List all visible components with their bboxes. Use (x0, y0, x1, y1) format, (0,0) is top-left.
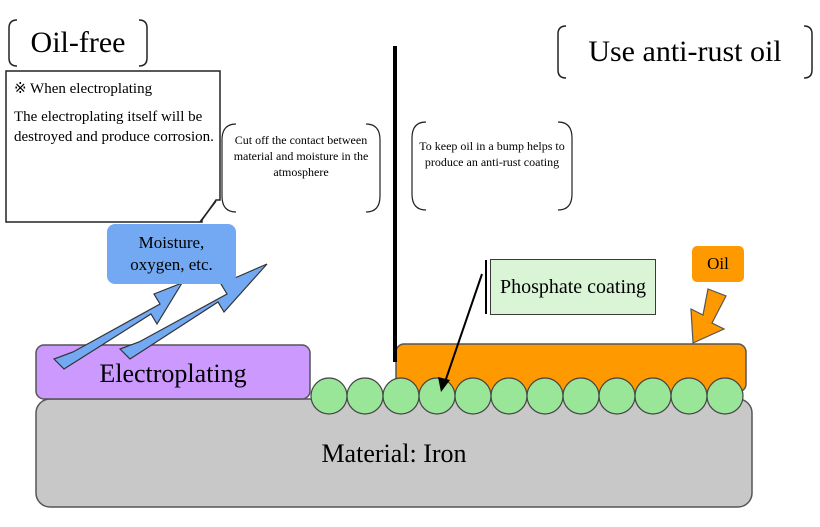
oil-free-title: Oil-free (30, 26, 126, 59)
phosphate-beads (310, 377, 744, 415)
phosphate-bead (382, 377, 420, 415)
phosphate-bead (310, 377, 348, 415)
phosphate-bead (454, 377, 492, 415)
phosphate-bead (526, 377, 564, 415)
oil-arrow (690, 288, 727, 344)
note-heading: ※ When electroplating (14, 81, 153, 97)
phosphate-pointer-head (438, 377, 450, 392)
phosphate-bead (706, 377, 744, 415)
phosphate-bead (490, 377, 528, 415)
keep-oil-callout-text: To keep oil in a bump helps to produce a… (419, 139, 565, 169)
anti-rust-title: Use anti-rust oil (588, 35, 782, 68)
phosphate-bead (670, 377, 708, 415)
phosphate-coating-label: Phosphate coating (490, 259, 656, 315)
phosphate-pointer-line (444, 273, 483, 383)
keep-oil-callout-brackets (411, 121, 573, 211)
phosphate-bead (634, 377, 672, 415)
note-pointer (199, 200, 217, 223)
note-body: The electroplating itself will be destro… (14, 109, 214, 145)
oil-free-title-brackets (8, 19, 148, 67)
electroplating-layer (35, 344, 311, 400)
moisture-arrow-lower (118, 263, 268, 360)
electroplating-note: ※ When electroplating The electroplating… (6, 71, 218, 221)
phosphate-bead (562, 377, 600, 415)
anti-rust-title-brackets (557, 25, 813, 79)
phosphate-bead (346, 377, 384, 415)
phosphate-bead (598, 377, 636, 415)
oil-label: Oil (692, 246, 744, 282)
electroplating-label: Electroplating (99, 359, 247, 388)
cut-off-callout-brackets (221, 123, 381, 213)
moisture-label-box: Moisture, oxygen, etc. (107, 224, 236, 284)
moisture-label-line1: Moisture, (138, 233, 205, 252)
moisture-label-line2: oxygen, etc. (130, 255, 213, 274)
phosphate-bead (418, 377, 456, 415)
material-label: Material: Iron (321, 439, 467, 468)
cut-off-callout-text: Cut off the contact between material and… (233, 133, 369, 179)
